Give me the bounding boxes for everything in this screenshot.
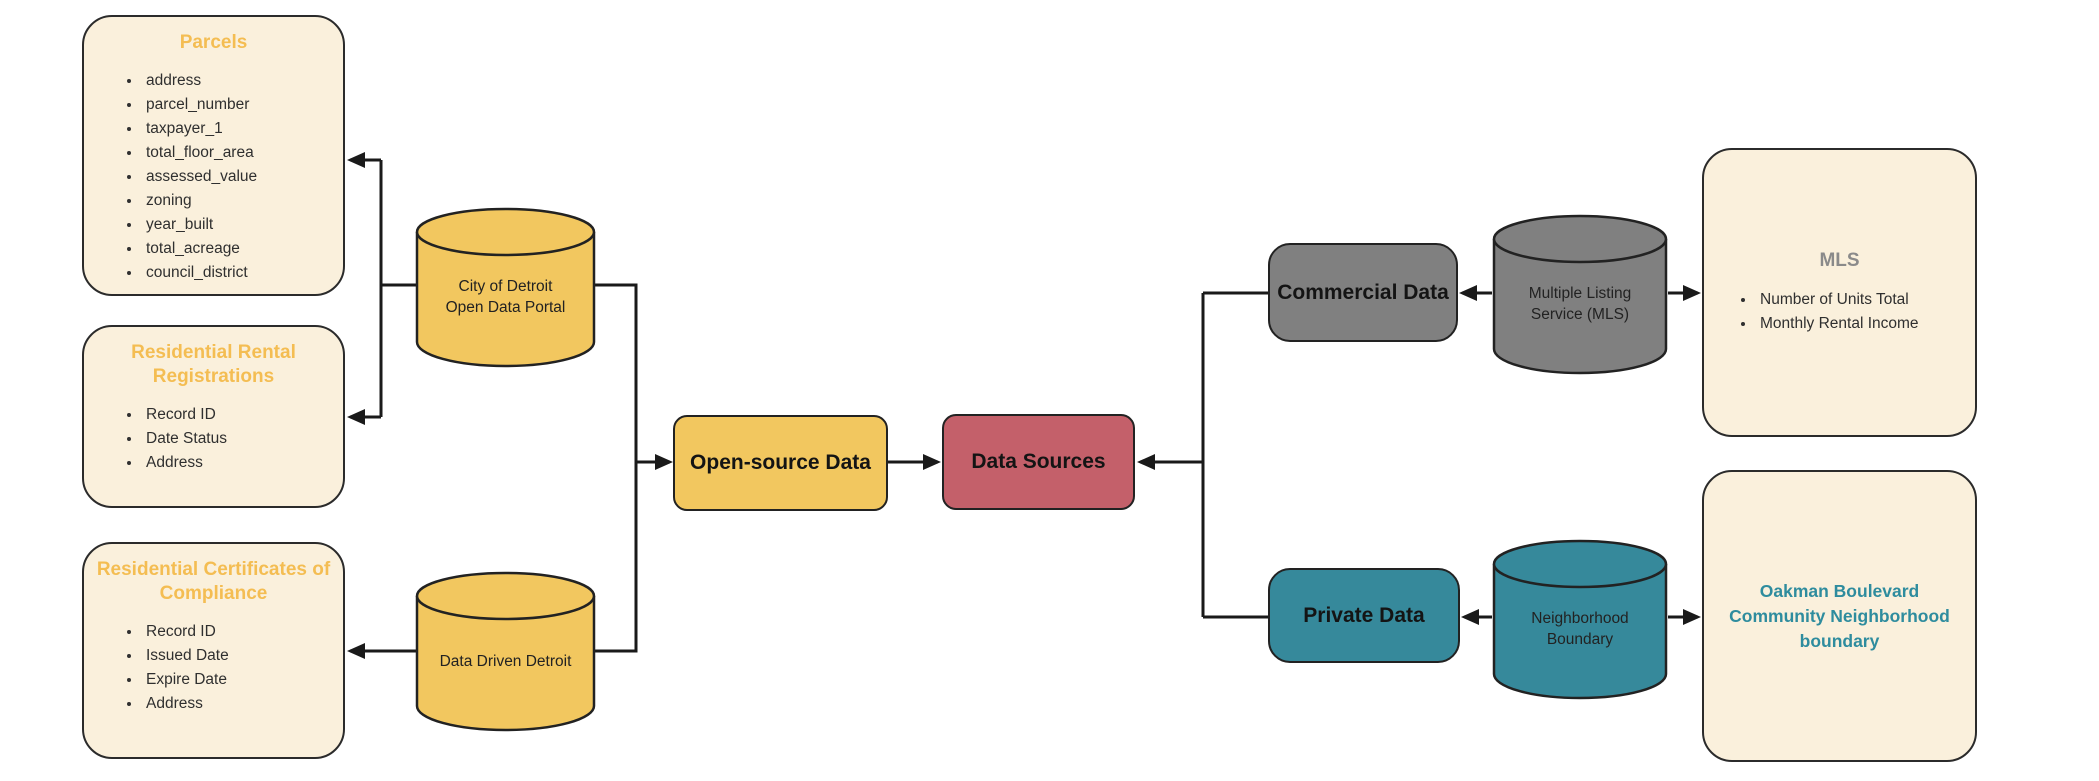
mls-service-cylinder: Multiple Listing Service (MLS) [1492, 213, 1668, 375]
rental-registrations-note: Residential Rental Registrations Record … [82, 325, 345, 508]
list-item: total_floor_area [142, 141, 343, 165]
connector-right-trunk [1201, 291, 1268, 619]
data-driven-detroit-cylinder: Data Driven Detroit [415, 570, 596, 732]
private-data-box: Private Data [1268, 568, 1460, 663]
commercial-data-label: Commercial Data [1277, 280, 1449, 304]
list-item: zoning [142, 189, 343, 213]
list-item: Number of Units Total [1756, 288, 1975, 312]
certificates-compliance-title: Residential Certificates of Compliance [96, 559, 331, 604]
list-item: Record ID [142, 620, 343, 644]
cylinder-shape [1492, 214, 1668, 375]
connector-cylinders-merge [594, 283, 638, 653]
list-item: council_district [142, 261, 343, 285]
list-item: total_acreage [142, 237, 343, 261]
cylinder-shape [415, 207, 596, 368]
list-item: taxpayer_1 [142, 117, 343, 141]
parcels-field-list: addressparcel_numbertaxpayer_1total_floo… [84, 69, 343, 285]
oakman-boundary-text: Oakman Boulevard Community Neighborhood … [1729, 580, 1950, 651]
neighborhood-boundary-cylinder: Neighborhood Boundary [1492, 538, 1668, 700]
list-item: address [142, 69, 343, 93]
commercial-data-box: Commercial Data [1268, 243, 1458, 342]
oakman-boundary-note: Oakman Boulevard Community Neighborhood … [1702, 470, 1977, 762]
parcels-title: Parcels [179, 32, 248, 53]
mls-service-label: Multiple Listing Service (MLS) [1528, 285, 1632, 323]
data-driven-detroit-label: Data Driven Detroit [439, 652, 572, 670]
rental-registrations-title: Residential Rental Registrations [131, 342, 296, 387]
connector-portal-left-trunk [379, 160, 416, 417]
list-item: Date Status [142, 427, 343, 451]
certificates-compliance-field-list: Record IDIssued DateExpire DateAddress [84, 620, 343, 716]
list-item: Record ID [142, 403, 343, 427]
neighborhood-boundary-label: Neighborhood Boundary [1531, 610, 1629, 648]
cylinder-shape [415, 571, 596, 732]
list-item: assessed_value [142, 165, 343, 189]
data-sources-label: Data Sources [971, 450, 1106, 473]
cylinder-shape [1492, 539, 1668, 700]
parcels-note: Parcels addressparcel_numbertaxpayer_1to… [82, 15, 345, 296]
open-source-data-label: Open-source Data [690, 451, 871, 474]
rental-registrations-field-list: Record IDDate StatusAddress [84, 403, 343, 475]
mls-field-list: Number of Units TotalMonthly Rental Inco… [1704, 288, 1975, 336]
list-item: Issued Date [142, 644, 343, 668]
open-source-data-box: Open-source Data [673, 415, 888, 511]
list-item: Address [142, 451, 343, 475]
data-sources-box: Data Sources [942, 414, 1135, 510]
list-item: Monthly Rental Income [1756, 312, 1975, 336]
detroit-open-data-portal-cylinder: City of Detroit Open Data Portal [415, 206, 596, 368]
mls-note-title: MLS [1819, 249, 1860, 271]
list-item: Expire Date [142, 668, 343, 692]
detroit-open-data-portal-label: City of Detroit Open Data Portal [445, 278, 566, 316]
certificates-compliance-note: Residential Certificates of Compliance R… [82, 542, 345, 759]
mls-note: MLS Number of Units TotalMonthly Rental … [1702, 148, 1977, 437]
list-item: Address [142, 692, 343, 716]
list-item: parcel_number [142, 93, 343, 117]
private-data-label: Private Data [1303, 603, 1425, 627]
list-item: year_built [142, 213, 343, 237]
